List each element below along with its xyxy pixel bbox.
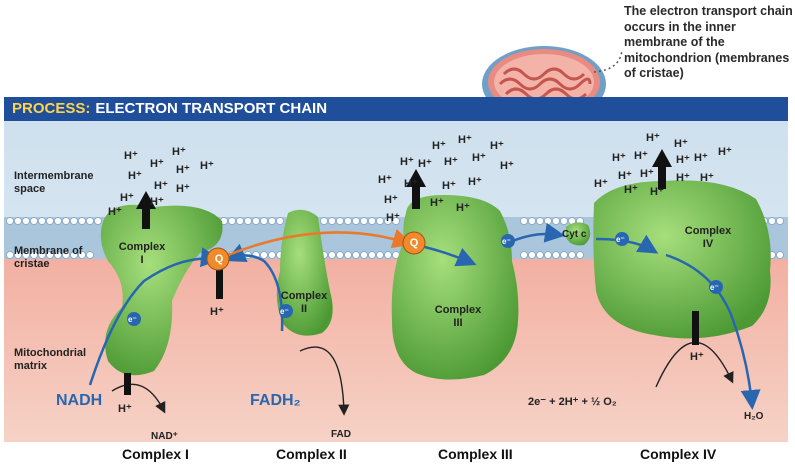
- callout-text: The electron transport chain occurs in t…: [624, 4, 793, 80]
- proton-label: H⁺: [118, 403, 132, 415]
- proton-label: H⁺: [718, 146, 732, 158]
- proton-label: H⁺: [490, 140, 504, 152]
- footer-complex-ii: Complex II: [276, 446, 347, 462]
- complex-iii-label: Complex III: [428, 304, 488, 330]
- proton-label: H⁺: [700, 172, 714, 184]
- proton-label: H⁺: [128, 170, 142, 182]
- q-label-2: Q: [409, 237, 419, 249]
- proton-label: H⁺: [172, 146, 186, 158]
- proton-label: H⁺: [676, 172, 690, 184]
- etc-diagram: [4, 121, 788, 442]
- proton-label: H⁺: [150, 196, 164, 208]
- footer-complex-iv: Complex IV: [640, 446, 717, 462]
- complex-i-shape: [100, 204, 223, 376]
- proton-label: H⁺: [612, 152, 626, 164]
- complex-ii-label: Complex II: [276, 290, 332, 316]
- proton-label: H⁺: [432, 140, 446, 152]
- complex-i-label: Complex I: [112, 241, 172, 267]
- complex-i-num: I: [140, 254, 144, 266]
- complex-ii-name: Complex: [280, 290, 328, 302]
- proton-label: H⁺: [676, 154, 690, 166]
- proton-label: H⁺: [594, 178, 608, 190]
- electron-label-4: e⁻: [616, 235, 625, 244]
- complex-iii-name: Complex: [434, 304, 482, 316]
- complex-iv-label: Complex IV: [678, 225, 738, 251]
- fadh2-label: FADH₂: [250, 392, 301, 409]
- proton-label: H⁺: [400, 156, 414, 168]
- complex-iv-shape: [566, 180, 771, 339]
- proton-label: H⁺: [430, 197, 444, 209]
- electron-label-1: e⁻: [128, 315, 137, 324]
- electron-label-5: e⁻: [710, 283, 719, 292]
- proton-label: H⁺: [618, 170, 632, 182]
- banner-title: ELECTRON TRANSPORT CHAIN: [95, 100, 328, 117]
- proton-label: H⁺: [108, 206, 122, 218]
- footer-complex-iii: Complex III: [438, 446, 513, 462]
- proton-label: H⁺: [442, 180, 456, 192]
- proton-label: H⁺: [650, 186, 664, 198]
- complex-iii-num: III: [453, 317, 463, 329]
- proton-label: H⁺: [444, 156, 458, 168]
- complex-ii-num: II: [300, 303, 308, 315]
- electron-label-2: e⁻: [280, 307, 289, 316]
- proton-label: H⁺: [458, 134, 472, 146]
- electron-label-3: e⁻: [502, 237, 511, 246]
- proton-label: H⁺: [456, 202, 470, 214]
- water-label: H₂O: [744, 411, 764, 422]
- fad-label: FAD: [331, 429, 351, 440]
- proton-label: H⁺: [150, 158, 164, 170]
- proton-label: H⁺: [386, 212, 400, 224]
- proton-label: H⁺: [200, 160, 214, 172]
- proton-label: H⁺: [624, 184, 638, 196]
- proton-label: H⁺: [472, 152, 486, 164]
- proton-label: H⁺: [640, 168, 654, 180]
- proton-label: H⁺: [154, 180, 168, 192]
- proton-label: H⁺: [124, 150, 138, 162]
- complex-iv-name: Complex: [684, 225, 732, 237]
- proton-label: H⁺: [634, 150, 648, 162]
- label-mitochondrial-matrix: Mitochondrial matrix: [14, 347, 87, 372]
- proton-label: H⁺: [646, 132, 660, 144]
- complex-iii-shape: [391, 195, 519, 380]
- proton-label: H⁺: [694, 152, 708, 164]
- q-label-1: Q: [214, 253, 224, 265]
- nad-label: NAD⁺: [151, 431, 178, 442]
- complex-ii-shape: [276, 209, 333, 336]
- complex-iv-num: IV: [702, 238, 714, 250]
- proton-label: H⁺: [500, 160, 514, 172]
- label-membrane-of-cristae: Membrane of cristae: [14, 245, 83, 270]
- proton-label: H⁺: [404, 178, 418, 190]
- proton-label: H⁺: [120, 192, 134, 204]
- nadh-label: NADH: [56, 392, 103, 409]
- complex-i-name: Complex: [118, 241, 166, 253]
- banner-prefix: PROCESS:: [12, 100, 91, 117]
- cyt-c-label: Cyt c: [562, 229, 587, 240]
- proton-label: H⁺: [176, 164, 190, 176]
- proton-label: H⁺: [378, 174, 392, 186]
- reaction-label: 2e⁻ + 2H⁺ + ½ O₂: [528, 396, 617, 408]
- proton-label: H⁺: [210, 306, 224, 318]
- process-banner: PROCESS:ELECTRON TRANSPORT CHAIN: [4, 97, 788, 121]
- proton-label: H⁺: [674, 138, 688, 150]
- label-intermembrane-space: Intermembrane space: [14, 170, 94, 195]
- proton-label: H⁺: [384, 194, 398, 206]
- footer-complex-i: Complex I: [122, 446, 189, 462]
- proton-label: H⁺: [690, 351, 704, 363]
- proton-label: H⁺: [176, 183, 190, 195]
- proton-label: H⁺: [468, 176, 482, 188]
- proton-label: H⁺: [418, 158, 432, 170]
